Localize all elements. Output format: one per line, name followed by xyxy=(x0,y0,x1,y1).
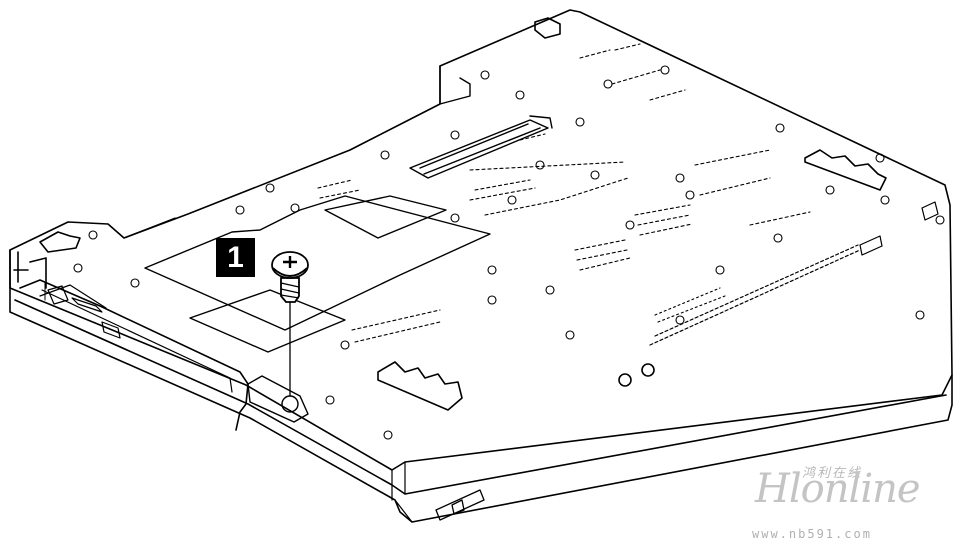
docking-connector xyxy=(409,115,553,179)
fan-vent xyxy=(649,244,861,346)
left-end-face xyxy=(9,249,47,289)
base-front-face xyxy=(9,287,953,523)
screw-icon xyxy=(271,251,309,303)
watermark-brand-logo: Hlonline xyxy=(755,466,921,512)
audio-jack-1 xyxy=(618,373,632,387)
base-outline xyxy=(9,9,953,471)
rubber-foot-front-left xyxy=(377,361,463,411)
battery-latch xyxy=(435,489,485,521)
audio-jack-2 xyxy=(641,363,655,377)
step-callout-number: 1 xyxy=(216,238,255,277)
optical-drive xyxy=(19,279,249,431)
rubber-foot-back-center xyxy=(534,17,561,39)
watermark-url: www.nb591.com xyxy=(752,527,872,541)
rubber-foot-back-right xyxy=(804,149,887,191)
watermark-chinese-text: 鸿利在线 xyxy=(802,466,863,481)
rubber-foot-back-left xyxy=(39,231,81,253)
memory-compartment-panel xyxy=(144,195,491,353)
